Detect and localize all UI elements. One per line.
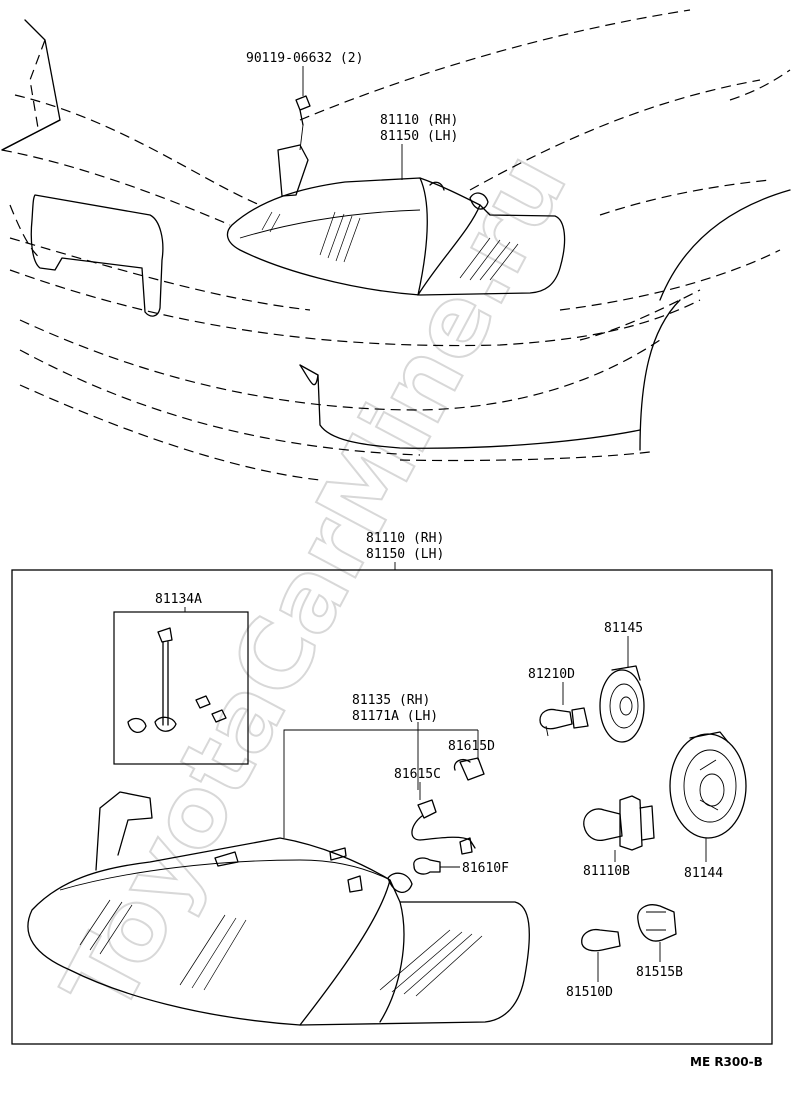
bulb-f-label: 81610F <box>462 861 509 876</box>
bulb-h <box>539 707 589 737</box>
adjuster-set-label: 81134A <box>155 592 202 607</box>
cover-small-label: 81145 <box>604 621 643 636</box>
socket-c-label: 81615C <box>394 767 441 782</box>
cover-small <box>599 665 645 743</box>
cover-large <box>669 731 747 839</box>
socket-wire-label-rh: 81135 (RH) <box>352 693 430 708</box>
socket-b <box>637 904 677 942</box>
headlamp-assembly <box>27 729 530 1026</box>
assembly-frame <box>11 569 773 1045</box>
bulb-d <box>581 928 621 952</box>
headlamp-installed <box>226 95 566 296</box>
adjuster-screw <box>127 627 227 733</box>
headlamp-label-lh-top: 81150 (LH) <box>380 129 458 144</box>
adjuster-set-box <box>113 611 249 765</box>
watermark: ToyotaCarMine.ru <box>41 135 588 1030</box>
bulb-b <box>583 795 655 851</box>
bulb-h-label: 81210D <box>528 667 575 682</box>
headlamp-label-rh-top: 81110 (RH) <box>380 113 458 128</box>
reference-code: ME R300-B <box>690 1055 763 1069</box>
assembly-label-lh: 81150 (LH) <box>366 547 444 562</box>
bulb-b-label: 81110B <box>583 864 630 879</box>
bolt-label: 90119-06632 (2) <box>246 51 363 66</box>
socket-wire <box>411 730 485 855</box>
bulb-d-label: 81510D <box>566 985 613 1000</box>
socket-b-label: 81515B <box>636 965 683 980</box>
cover-large-label: 81144 <box>684 866 723 881</box>
socket-wire-label-lh: 81171A (LH) <box>352 709 438 724</box>
assembly-label-rh: 81110 (RH) <box>366 531 444 546</box>
vehicle-front-outline <box>1 9 791 481</box>
socket-d-label: 81615D <box>448 739 495 754</box>
bulb-f <box>413 857 460 875</box>
